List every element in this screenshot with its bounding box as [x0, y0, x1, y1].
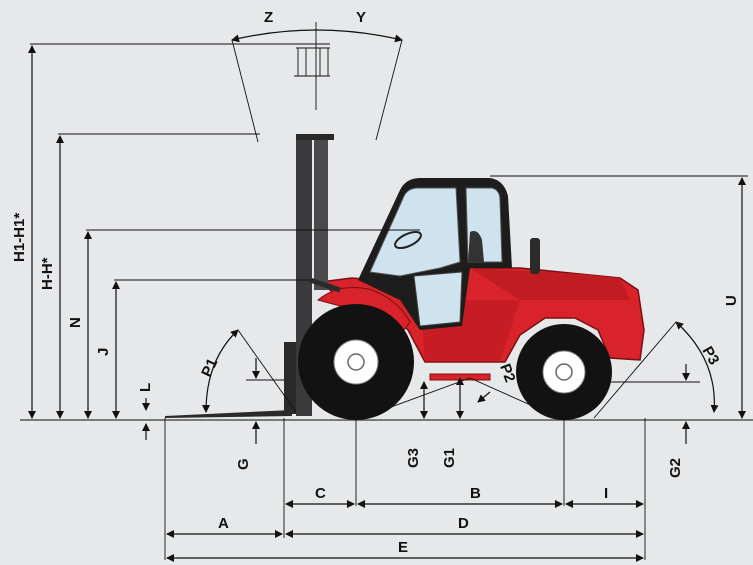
label-u: U	[723, 295, 740, 306]
seat	[468, 231, 484, 262]
label-p2: P2	[496, 362, 518, 385]
label-p3: P3	[699, 344, 723, 368]
label-h1: H1-H1*	[11, 213, 28, 262]
cabin-door	[413, 271, 463, 327]
dimension-labels: Z Y H1-H1* H-H* N J L P1 G P2 G3 G1 P3 G…	[11, 9, 740, 556]
label-g1: G1	[441, 448, 458, 468]
mast-top	[296, 134, 334, 140]
label-e: E	[398, 539, 408, 556]
carriage	[284, 342, 296, 414]
dimension-lines	[28, 22, 748, 562]
raised-fork-ghost	[294, 47, 330, 77]
forklift-hood-shade	[470, 268, 630, 300]
label-i: I	[604, 485, 608, 502]
label-p1: P1	[198, 356, 221, 380]
forklift-illustration	[165, 47, 645, 420]
label-g3: G3	[405, 448, 422, 468]
label-g2: G2	[667, 458, 684, 478]
exhaust-pipe	[530, 238, 540, 274]
label-a: A	[218, 515, 229, 532]
fork	[165, 410, 292, 418]
label-l: L	[137, 383, 154, 392]
label-g: G	[235, 458, 252, 470]
mast-inner	[314, 140, 328, 290]
label-n: N	[67, 317, 84, 328]
label-d: D	[458, 515, 469, 532]
steering-wheel	[394, 230, 422, 250]
label-z: Z	[264, 9, 273, 26]
rear-wheel-hub	[555, 363, 573, 381]
label-c: C	[315, 485, 326, 502]
label-j: J	[95, 348, 112, 356]
label-b: B	[470, 485, 481, 502]
label-h: H-H*	[39, 257, 56, 290]
front-wheel-hub	[347, 353, 365, 371]
tilt-cylinder	[309, 277, 341, 293]
rear-wheel-rim	[542, 350, 586, 394]
front-wheel-rim	[333, 339, 379, 385]
label-y: Y	[356, 9, 366, 26]
